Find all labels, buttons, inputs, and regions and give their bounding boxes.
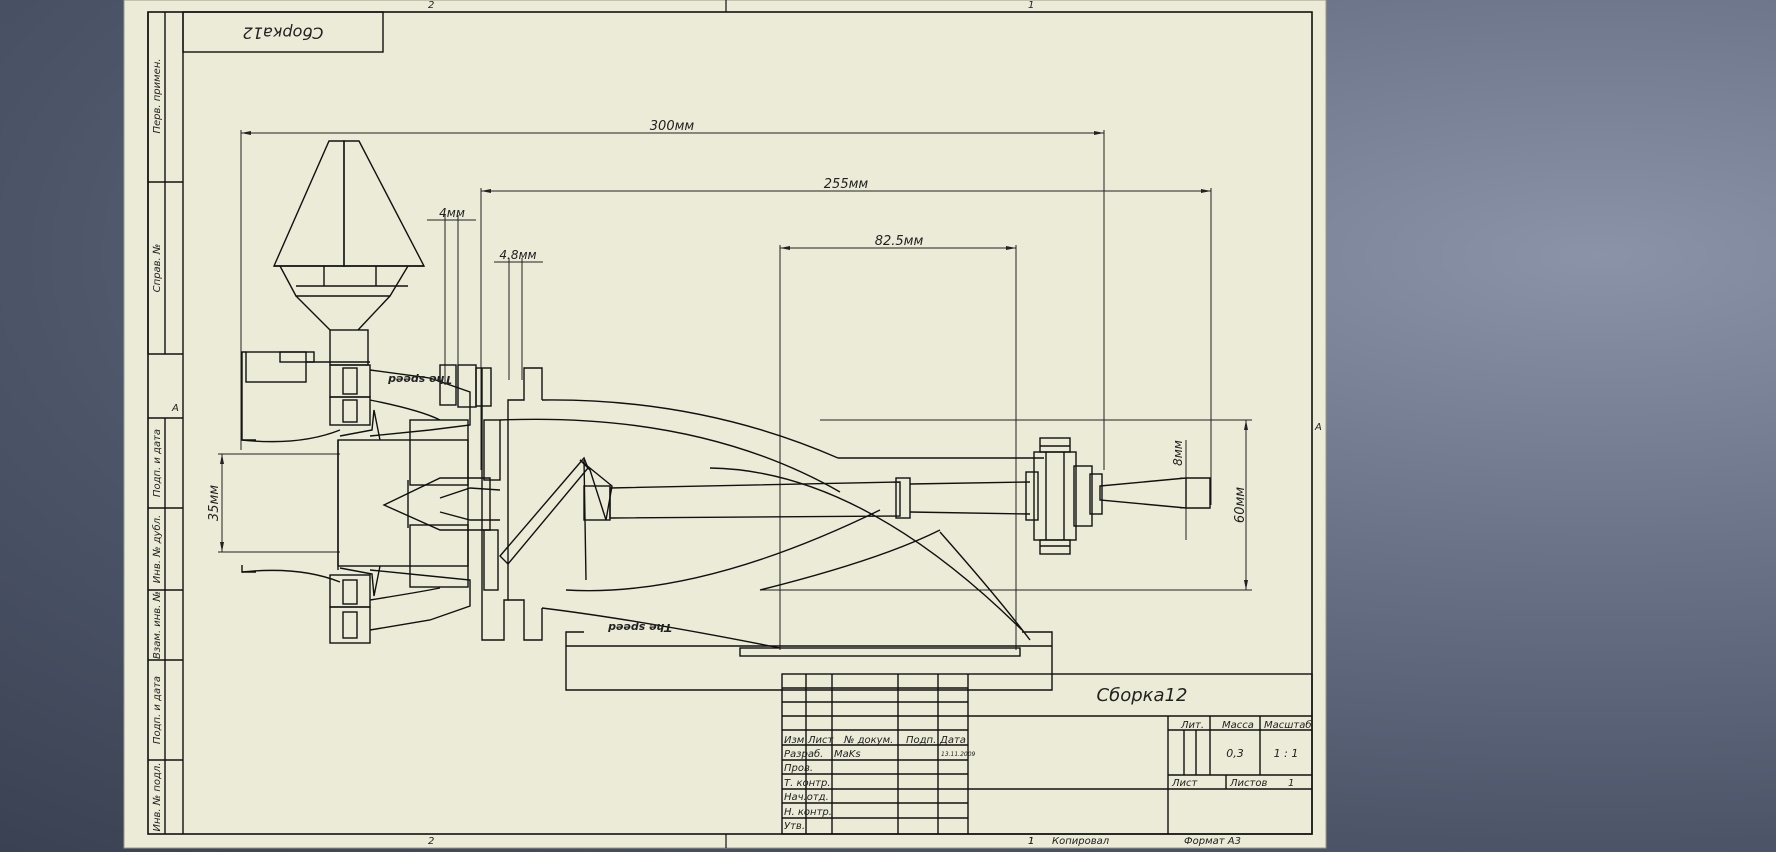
engine-assembly <box>241 140 1211 691</box>
tb-row-razrab: Разраб. <box>784 748 823 760</box>
footer-sheet-num: 1 <box>1028 836 1034 847</box>
zone-top-right: 1 <box>1028 0 1034 11</box>
stamp-perv-primen: Перв. примен. <box>152 58 163 133</box>
dim-82-5: 82.5мм <box>875 234 924 249</box>
tb-listov-value: 1 <box>1288 778 1294 789</box>
zone-side-right: A <box>1314 422 1322 433</box>
paper <box>123 0 1327 849</box>
stamp-inv-dubl: Инв. № дубл. <box>151 515 163 583</box>
tb-col-izm: Изм <box>784 735 805 746</box>
tb-razrab-date: 13.11.2009 <box>941 751 976 758</box>
stamp-podp-data-1: Подп. и дата <box>152 429 163 497</box>
tb-row-utv: Утв. <box>784 821 805 832</box>
tb-row-nachotd: Нач.отд. <box>784 792 829 803</box>
sheet-frame <box>147 11 1313 835</box>
stamp-podp-data-2: Подп. и дата <box>152 676 163 744</box>
dim-8: 8мм <box>1171 440 1185 466</box>
tb-masshtab: Масштаб <box>1264 719 1312 731</box>
tb-col-list: Лист <box>807 735 835 746</box>
zone-bottom-left: 2 <box>428 836 434 847</box>
zone-top-left: 2 <box>428 0 434 11</box>
speed-label-bottom: The speed <box>608 621 672 634</box>
zone-bottom-right: 1 <box>1028 836 1034 847</box>
stamp-vzam-inv: Взам. инв. № <box>152 591 163 659</box>
footer-format: Формат A3 <box>1184 836 1241 847</box>
tb-razrab-name: MaKs <box>834 749 861 760</box>
mirrored-title: Сборка12 <box>243 24 324 43</box>
dim-35: 35мм <box>207 485 222 521</box>
zone-side-left: A <box>171 403 179 414</box>
footer-kopiroval: Копировал <box>1052 836 1110 847</box>
stamp-inv-podl: Инв. № подл. <box>152 763 163 832</box>
tb-listov: Листов <box>1229 778 1267 789</box>
tb-col-docum: № докум. <box>843 735 893 746</box>
dimension-lines <box>218 130 1252 650</box>
dim-4: 4мм <box>439 206 465 220</box>
tb-row-tkontr: Т. контр. <box>784 778 831 789</box>
title-block-lines <box>781 673 1313 835</box>
tb-masshtab-value: 1 : 1 <box>1274 747 1299 760</box>
stamp-sprav-no: Справ. № <box>152 244 163 293</box>
title-block-title: Сборка12 <box>1097 685 1188 706</box>
tb-col-data: Дата <box>939 735 966 746</box>
tb-massa-value: 0,3 <box>1226 747 1244 760</box>
tb-row-nkontr: Н. контр. <box>784 807 832 818</box>
dim-4-8: 4.8мм <box>499 248 536 262</box>
side-stamp <box>147 12 184 834</box>
speed-label-top: The speed <box>388 373 452 386</box>
tb-massa: Масса <box>1222 720 1254 731</box>
dim-300: 300мм <box>650 119 695 134</box>
dimension-arrows <box>220 131 1248 590</box>
tb-col-podp: Подп. <box>906 735 936 746</box>
dim-60: 60мм <box>1233 487 1248 523</box>
tb-row-prov: Пров. <box>784 763 813 774</box>
tb-list: Лист <box>1171 778 1199 789</box>
dim-255: 255мм <box>824 177 869 192</box>
tb-lit: Лит. <box>1180 720 1204 731</box>
